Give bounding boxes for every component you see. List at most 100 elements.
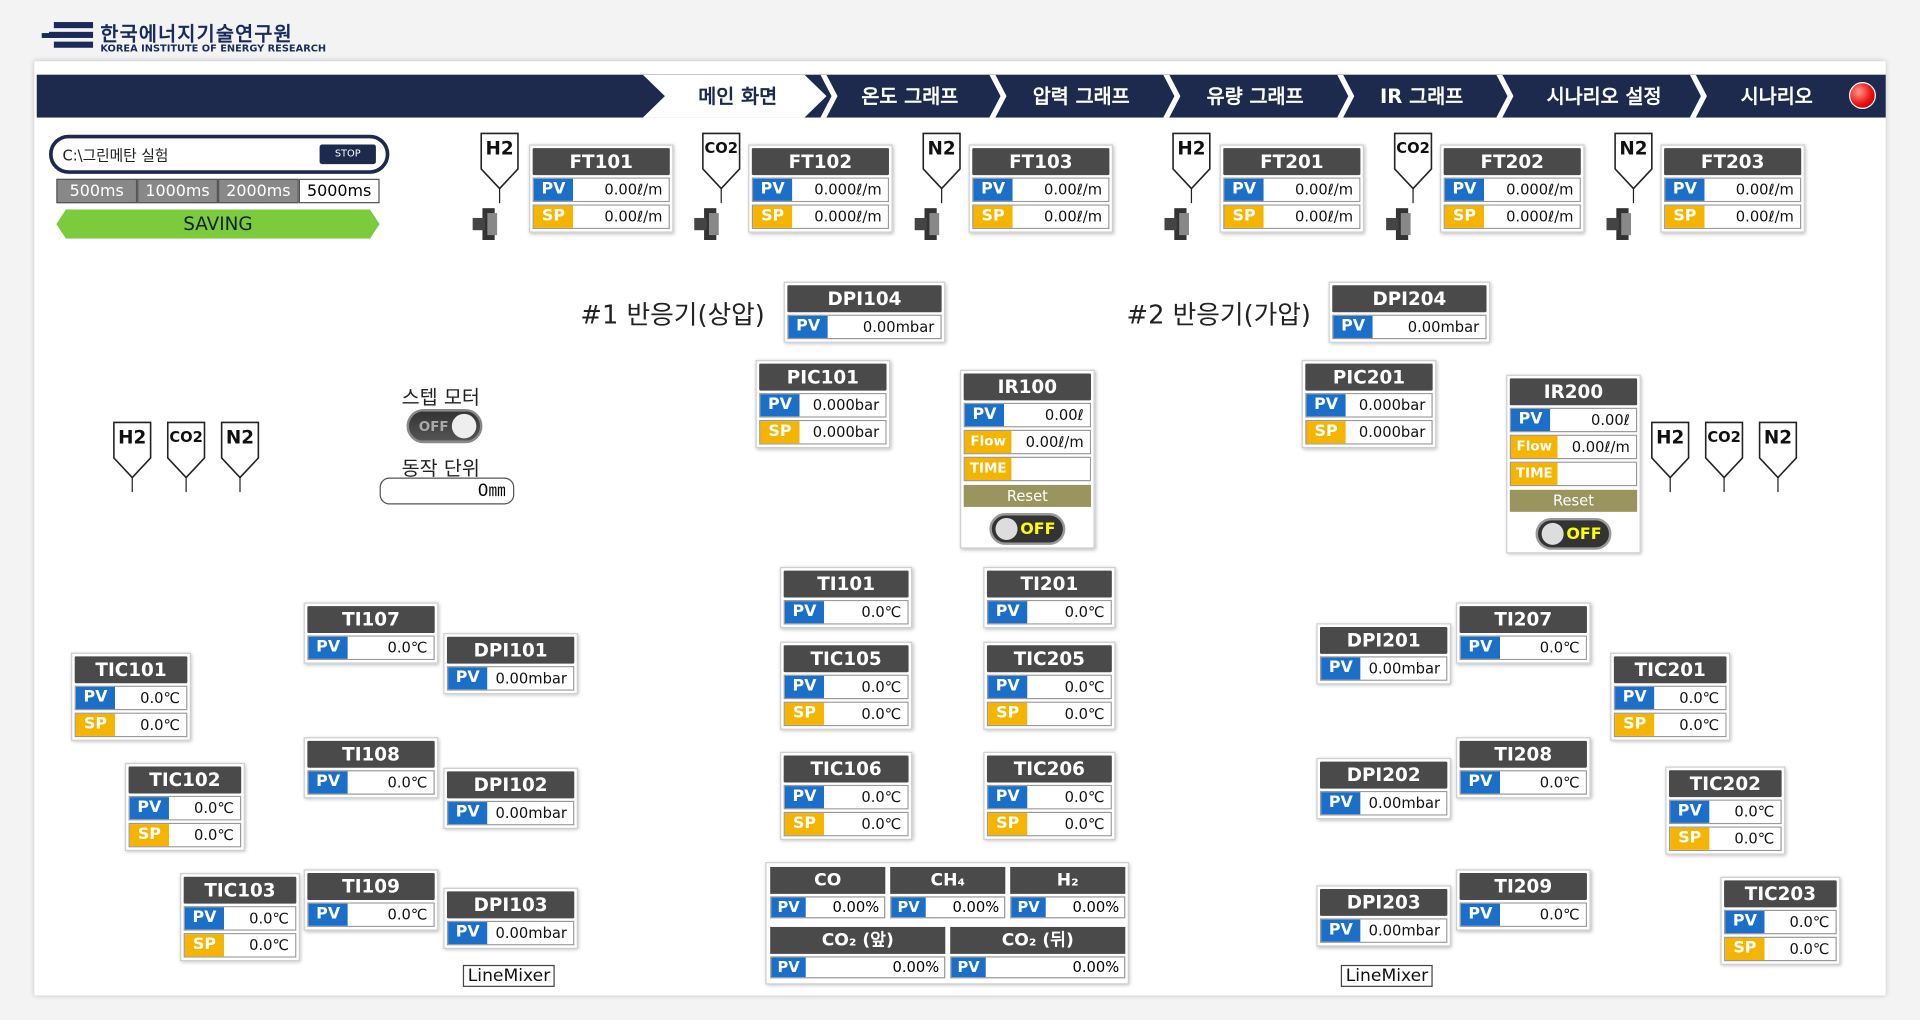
analyzer-co2-rear-pv: 0.00% bbox=[1072, 958, 1120, 976]
tic102-sp[interactable]: 0.0℃ bbox=[168, 824, 240, 847]
gas-tag-label: CO2 bbox=[1396, 139, 1430, 157]
analyzer-co2-front-pv: 0.00% bbox=[892, 958, 940, 976]
ft201-sp[interactable]: 0.00ℓ/m bbox=[1263, 205, 1360, 228]
gas-tag-label: N2 bbox=[1763, 426, 1793, 449]
ft103-sp[interactable]: 0.00ℓ/m bbox=[1012, 205, 1109, 228]
interval-500ms[interactable]: 500ms bbox=[56, 178, 138, 204]
record-indicator-icon bbox=[1848, 82, 1876, 109]
tic205-title: TIC205 bbox=[986, 645, 1112, 673]
ft203-sp[interactable]: 0.00ℓ/m bbox=[1704, 205, 1800, 228]
valve-icon bbox=[1606, 208, 1632, 240]
tic103-sp[interactable]: 0.0℃ bbox=[224, 934, 296, 957]
ir100-toggle[interactable]: OFF bbox=[989, 513, 1066, 545]
pv-label: PV bbox=[988, 675, 1028, 698]
tab-main-screen[interactable]: 메인 화면 bbox=[698, 84, 778, 108]
sp-label: SP bbox=[1725, 937, 1765, 960]
ft102-sp[interactable]: 0.000ℓ/m bbox=[792, 205, 888, 228]
tic106-sp[interactable]: 0.0℃ bbox=[824, 813, 908, 836]
dpi104-pv: 0.00mbar bbox=[827, 315, 941, 338]
gas-tag-icon bbox=[1393, 132, 1433, 204]
dpi202-pv: 0.00mbar bbox=[1360, 792, 1447, 815]
step-motor-toggle[interactable]: OFF bbox=[406, 408, 483, 444]
tab-scenario-settings[interactable]: 시나리오 설정 bbox=[1546, 84, 1662, 108]
ir200-time[interactable] bbox=[1557, 462, 1636, 485]
step-unit-input[interactable]: 0㎜ bbox=[379, 477, 515, 505]
pv-label: PV bbox=[788, 315, 828, 338]
pic101-sp[interactable]: 0.000bar bbox=[799, 421, 886, 444]
tab-temperature-graph[interactable]: 온도 그래프 bbox=[861, 84, 959, 108]
gas-tag-label: CO2 bbox=[1707, 428, 1741, 446]
pv-label: PV bbox=[1460, 903, 1500, 926]
tab-ir-graph[interactable]: IR 그래프 bbox=[1379, 84, 1464, 108]
pic201-sp[interactable]: 0.000bar bbox=[1345, 421, 1432, 444]
interval-2000ms[interactable]: 2000ms bbox=[217, 178, 299, 204]
sp-label: SP bbox=[1306, 421, 1346, 444]
pv-label: PV bbox=[1224, 178, 1264, 201]
sp-label: SP bbox=[784, 813, 825, 836]
tic206-sp[interactable]: 0.0℃ bbox=[1027, 813, 1111, 836]
ft102-title: FT102 bbox=[751, 148, 889, 176]
ir100-reset-button[interactable]: Reset bbox=[963, 484, 1092, 507]
dpi204-title: DPI204 bbox=[1332, 285, 1487, 313]
interval-5000ms[interactable]: 5000ms bbox=[298, 178, 380, 204]
pv-label: PV bbox=[533, 178, 574, 201]
tic101-sp[interactable]: 0.0℃ bbox=[115, 713, 187, 736]
interval-1000ms[interactable]: 1000ms bbox=[137, 178, 218, 204]
ir100-time[interactable] bbox=[1011, 457, 1090, 480]
ft202-sp[interactable]: 0.000ℓ/m bbox=[1484, 205, 1580, 228]
tic105-sp[interactable]: 0.0℃ bbox=[824, 702, 908, 725]
ti101-pv: 0.0℃ bbox=[824, 601, 908, 624]
gas-tag-label: N2 bbox=[1619, 137, 1648, 160]
analyzer-ch4-name: CH₄ bbox=[890, 866, 1006, 894]
pv-label: PV bbox=[448, 667, 488, 690]
gas-tag-icon bbox=[702, 132, 741, 204]
interval-selector: 500ms 1000ms 2000ms 5000ms bbox=[56, 178, 380, 204]
tic205-sp[interactable]: 0.0℃ bbox=[1027, 702, 1111, 725]
toggle-knob bbox=[995, 517, 1018, 540]
dpi101-pv: 0.00mbar bbox=[487, 667, 574, 690]
tic202-sp[interactable]: 0.0℃ bbox=[1709, 827, 1781, 850]
gas-tag-n2: N2 bbox=[220, 421, 260, 493]
pv-label: PV bbox=[448, 802, 488, 825]
pv-label: PV bbox=[891, 897, 926, 918]
gas-tag-label: H2 bbox=[118, 426, 147, 449]
ft203-title: FT203 bbox=[1664, 148, 1802, 176]
tab-scenario[interactable]: 시나리오 bbox=[1740, 84, 1813, 108]
ft101-sp[interactable]: 0.00ℓ/m bbox=[573, 205, 669, 228]
tic203-sp[interactable]: 0.0℃ bbox=[1764, 937, 1836, 960]
tab-flow-graph[interactable]: 유량 그래프 bbox=[1206, 84, 1304, 108]
line-mixer-2: LineMixer bbox=[1340, 964, 1434, 987]
gas-tag-label: N2 bbox=[927, 137, 956, 160]
stop-button[interactable]: STOP bbox=[319, 144, 376, 165]
pv-label: PV bbox=[1321, 919, 1361, 942]
ti208-pv: 0.0℃ bbox=[1500, 771, 1586, 794]
ir200-reset-button[interactable]: Reset bbox=[1509, 489, 1638, 512]
pv-label: PV bbox=[964, 404, 1005, 427]
file-path-box[interactable]: C:\그린메탄 실험 STOP bbox=[48, 134, 390, 174]
tab-pressure-graph[interactable]: 압력 그래프 bbox=[1032, 84, 1130, 108]
ir200-toggle[interactable]: OFF bbox=[1535, 517, 1612, 550]
tic201-sp[interactable]: 0.0℃ bbox=[1654, 713, 1726, 736]
